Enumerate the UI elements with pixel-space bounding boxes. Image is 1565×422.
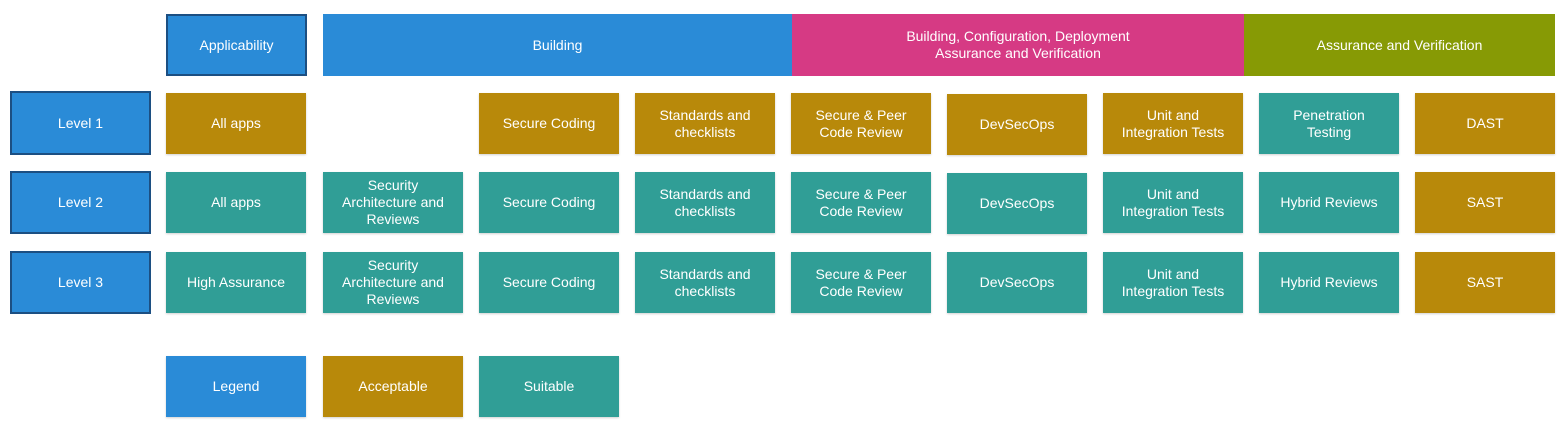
- level-3-devsecops: DevSecOps: [947, 252, 1087, 313]
- header-building-config-deploy: Building, Configuration, Deployment Assu…: [792, 14, 1244, 76]
- level-1-dast: DAST: [1415, 93, 1555, 154]
- level-2-secure-coding: Secure Coding: [479, 172, 619, 233]
- level-3-sast: SAST: [1415, 252, 1555, 313]
- level-1-penetration-testing: Penetration Testing: [1259, 93, 1399, 154]
- level-2-applicability: All apps: [166, 172, 306, 233]
- level-1-label: Level 1: [10, 91, 151, 155]
- level-1-secure-coding: Secure Coding: [479, 93, 619, 154]
- level-3-hybrid-reviews: Hybrid Reviews: [1259, 252, 1399, 313]
- header-assurance-verification: Assurance and Verification: [1244, 14, 1555, 76]
- header-applicability: Applicability: [166, 14, 307, 76]
- header-building: Building: [323, 14, 792, 76]
- level-2-code-review: Secure & Peer Code Review: [791, 172, 931, 233]
- legend-acceptable: Acceptable: [323, 356, 463, 417]
- legend-suitable: Suitable: [479, 356, 619, 417]
- level-3-applicability: High Assurance: [166, 252, 306, 313]
- level-3-code-review: Secure & Peer Code Review: [791, 252, 931, 313]
- level-3-standards-checklists: Standards and checklists: [635, 252, 775, 313]
- level-3-label: Level 3: [10, 251, 151, 314]
- legend-title: Legend: [166, 356, 306, 417]
- level-1-code-review: Secure & Peer Code Review: [791, 93, 931, 154]
- level-3-security-architecture: Security Architecture and Reviews: [323, 252, 463, 313]
- level-1-unit-integration-tests: Unit and Integration Tests: [1103, 93, 1243, 154]
- level-2-hybrid-reviews: Hybrid Reviews: [1259, 172, 1399, 233]
- level-2-label: Level 2: [10, 171, 151, 234]
- level-2-devsecops: DevSecOps: [947, 173, 1087, 234]
- level-3-unit-integration-tests: Unit and Integration Tests: [1103, 252, 1243, 313]
- level-2-sast: SAST: [1415, 172, 1555, 233]
- level-2-standards-checklists: Standards and checklists: [635, 172, 775, 233]
- level-1-applicability: All apps: [166, 93, 306, 154]
- level-1-devsecops: DevSecOps: [947, 94, 1087, 155]
- level-1-standards-checklists: Standards and checklists: [635, 93, 775, 154]
- level-3-secure-coding: Secure Coding: [479, 252, 619, 313]
- level-2-security-architecture: Security Architecture and Reviews: [323, 172, 463, 233]
- level-2-unit-integration-tests: Unit and Integration Tests: [1103, 172, 1243, 233]
